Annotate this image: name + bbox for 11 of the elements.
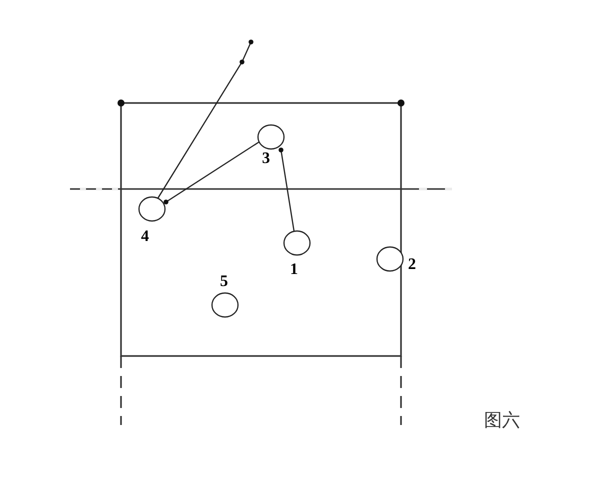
path-line xyxy=(157,40,254,198)
player-number: 4 xyxy=(141,229,149,245)
path-line xyxy=(278,148,295,232)
player-number: 2 xyxy=(408,257,416,273)
path-line xyxy=(164,142,260,204)
player-marker xyxy=(212,274,238,317)
player-number: 1 xyxy=(290,262,298,278)
player-number: 5 xyxy=(220,274,228,290)
player-marker xyxy=(377,247,418,273)
figure-caption: 图六 xyxy=(484,409,520,432)
player-number: 3 xyxy=(262,151,270,167)
